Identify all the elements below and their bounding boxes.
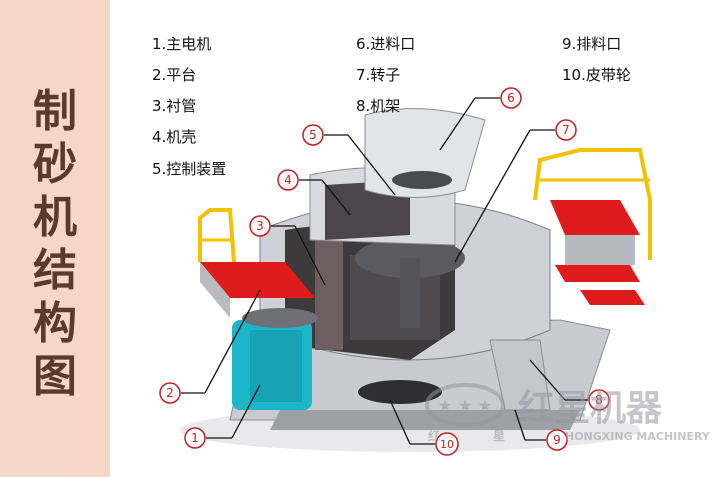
legend-item-7: 7.转子 [356,66,401,84]
left-platform-side [200,262,230,318]
vertical-title: 制 砂 机 结 构 图 [18,85,92,403]
leader-line-9b [514,409,526,441]
leader-line-7b [454,129,531,263]
callout-number-3: 3 [256,219,264,233]
watermark-brand-en: HONGXING MACHINERY [565,430,711,443]
feed-opening [392,171,452,189]
legend-item-10: 10.皮带轮 [562,66,631,84]
callout-circle-1 [184,427,206,449]
title-char: 结 [33,245,77,296]
title-char: 机 [33,192,77,243]
watermark-brand-cn: 红星机器 [518,388,663,429]
rotor-shaft [400,258,420,328]
feed-inlet [364,108,486,198]
callout-circle-7 [555,119,577,141]
right-platform-top [550,200,640,235]
callout-number-5: 5 [309,128,317,142]
callout-number-9: 9 [553,433,561,447]
legend-item-2: 2.平台 [152,66,197,84]
left-panel: 制 砂 机 结 构 图 [0,0,110,477]
legend-item-1: 1.主电机 [152,35,212,53]
title-char: 图 [33,351,77,402]
leader-line-6b [439,97,476,151]
leader-line-10b [389,399,411,445]
watermark-logo-icon [425,383,505,427]
brand-watermark: ★ ★ ★ 红星机器 HONGXING MACHINERY 红 星 [425,383,711,443]
legend-item-6: 6.进料口 [356,35,416,53]
leader-line-1b [231,384,261,439]
callout-circle-5 [302,124,324,146]
title-char: 制 [33,86,77,137]
callout-number-8: 8 [595,393,603,407]
left-railing [198,208,236,263]
leader-line-4b [321,179,351,216]
callout-number-7: 7 [562,123,570,137]
callout-circle-6 [500,87,522,109]
stair-step-1 [555,265,640,282]
callout-number-10: 10 [440,438,454,451]
callout-layer: 1 2 3 4 5 6 7 8 [159,87,610,456]
diagram-panel: 1.主电机 2.平台 3.衬管 4.机壳 5.控制装置 6.进料口 7.转子 8… [110,0,720,477]
title-char: 砂 [33,139,77,190]
lining-tube [315,240,343,350]
callout-circle-10 [435,432,459,456]
leader-line-8b [529,359,566,401]
callout-circle-9 [546,429,568,451]
callout-circle-3 [249,215,271,237]
callout-circle-8 [588,389,610,411]
legend-item-9: 9.排料口 [562,35,622,53]
watermark-sub-mid: 星 [493,429,505,443]
title-char: 构 [33,298,77,349]
callout-number-2: 2 [166,386,174,400]
right-railing [533,148,652,260]
legend-item-5: 5.控制装置 [152,160,227,178]
discharge-guard [489,339,551,411]
sand-making-machine-illustration [180,108,652,452]
callout-circle-2 [159,382,181,404]
watermark-stars: ★ ★ ★ [438,396,492,415]
legend-item-8: 8.机架 [356,97,401,115]
frame-side [270,410,580,430]
callout-number-6: 6 [507,91,515,105]
belt-pulley [358,380,442,404]
motor-end [242,308,318,328]
watermark-sub-left: 红 [428,428,440,443]
callout-circle-4 [277,169,299,191]
stair-step-2 [580,290,645,305]
callout-number-4: 4 [284,173,292,187]
leader-line-3b [294,225,326,286]
legend-item-3: 3.衬管 [152,97,197,115]
leader-line-2b [204,289,261,394]
leader-line-5b [347,134,396,196]
motor-fins [250,330,302,402]
left-platform-top [200,262,315,298]
callout-number-1: 1 [191,431,199,445]
legend-item-4: 4.机壳 [152,128,197,146]
stair-grate [565,235,635,265]
